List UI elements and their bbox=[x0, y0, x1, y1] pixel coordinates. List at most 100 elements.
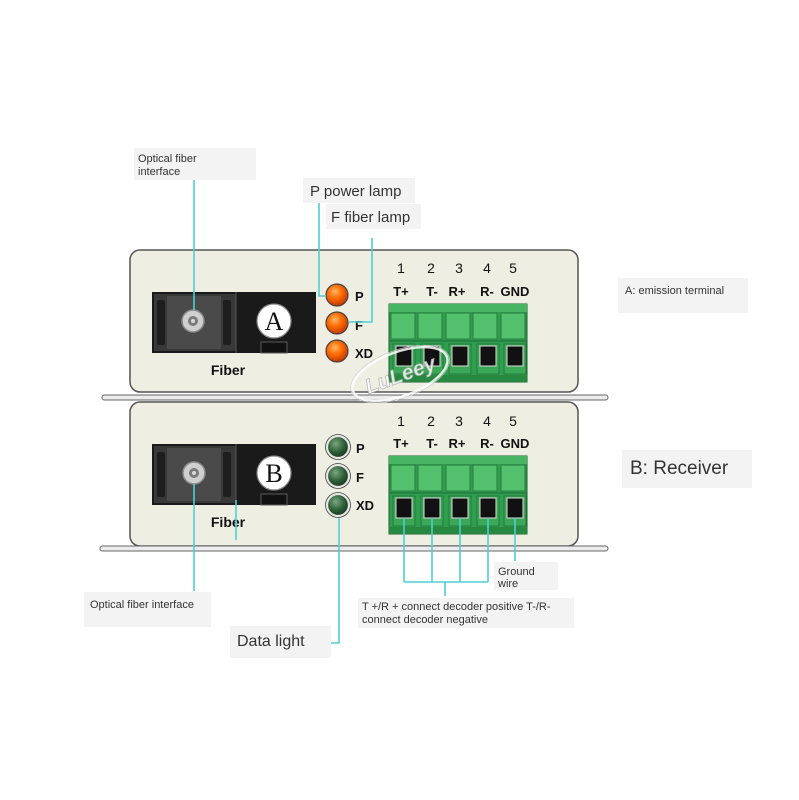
terminal-screw-cap bbox=[472, 312, 498, 340]
callout-box bbox=[84, 592, 211, 627]
terminal-base bbox=[389, 375, 527, 382]
led-ring bbox=[325, 434, 351, 460]
terminal-number: 5 bbox=[509, 413, 517, 429]
led-p-label: P bbox=[356, 441, 365, 456]
terminal-wire-slot bbox=[506, 345, 524, 367]
callout-box bbox=[326, 204, 421, 229]
watermark-ring-shadow bbox=[350, 344, 450, 404]
callout-box bbox=[303, 178, 415, 203]
terminal-label: T- bbox=[426, 436, 438, 451]
callout-ground-wire-line2: wire bbox=[497, 578, 518, 590]
terminal-label: T+ bbox=[393, 436, 409, 451]
fiber-label: Fiber bbox=[211, 362, 246, 378]
callout-box bbox=[134, 148, 256, 180]
terminal-numbers: 1 2 3 4 5 bbox=[397, 260, 517, 276]
connector-slot-left bbox=[157, 452, 165, 497]
terminal-base bbox=[389, 527, 527, 534]
terminal-wire-slot bbox=[451, 345, 469, 367]
badge-letter: A bbox=[265, 307, 284, 336]
terminal-screw-cap bbox=[417, 312, 443, 340]
callout-line bbox=[318, 203, 326, 297]
connector-latch bbox=[260, 341, 288, 354]
led-xd-icon bbox=[325, 339, 349, 363]
terminal-screw-cap bbox=[390, 464, 416, 492]
terminal-label: R- bbox=[480, 436, 494, 451]
callout-box bbox=[358, 598, 574, 628]
led-group: P F XD bbox=[325, 434, 374, 518]
terminal-label: R+ bbox=[449, 284, 466, 299]
terminal-number: 4 bbox=[483, 260, 491, 276]
terminal-screw-cap bbox=[417, 464, 443, 492]
callout-optical-fiber-top-line2: interface bbox=[138, 166, 180, 178]
connector-latch bbox=[260, 493, 288, 506]
terminal-labels: T+ T- R+ R- GND bbox=[393, 284, 529, 299]
led-xd-icon bbox=[325, 492, 351, 518]
callout-emission-terminal: A: emission terminal bbox=[625, 285, 724, 297]
callout-p-power-lamp: P power lamp bbox=[310, 183, 401, 200]
terminal-top-rail bbox=[389, 304, 527, 312]
terminal-labels: T+ T- R+ R- GND bbox=[393, 436, 529, 451]
terminal-screw-cap bbox=[390, 312, 416, 340]
device-b: B Fiber P F XD 1 2 3 4 5 T+ T- R+ R- bbox=[99, 401, 609, 552]
callout-optical-fiber-bottom: Optical fiber interface bbox=[90, 599, 194, 611]
terminal-screw-cap bbox=[445, 312, 471, 340]
led-p-icon bbox=[325, 283, 349, 307]
terminal-number: 4 bbox=[483, 413, 491, 429]
terminal-screw-cap bbox=[472, 464, 498, 492]
callout-optical-fiber-top-line1: Optical fiber bbox=[138, 153, 197, 165]
connector-slot-right bbox=[223, 452, 231, 497]
callout-decoder-note-line1: T +/R + connect decoder positive T-/R- bbox=[362, 601, 551, 613]
terminal-wire-slot bbox=[479, 345, 497, 367]
terminal-number: 1 bbox=[397, 260, 405, 276]
terminal-label: GND bbox=[501, 436, 530, 451]
connector-slot-right bbox=[223, 300, 231, 345]
terminal-number: 2 bbox=[427, 413, 435, 429]
callout-f-fiber-lamp: F fiber lamp bbox=[331, 209, 410, 226]
led-f-label: F bbox=[355, 318, 363, 333]
terminal-label: R+ bbox=[449, 436, 466, 451]
callout-data-light: Data light bbox=[237, 633, 305, 650]
terminal-label: T- bbox=[426, 284, 438, 299]
callout-line bbox=[349, 238, 373, 323]
terminal-number: 3 bbox=[455, 413, 463, 429]
terminal-label: GND bbox=[501, 284, 530, 299]
terminal-wire-slot bbox=[451, 497, 469, 519]
led-p-label: P bbox=[355, 289, 364, 304]
callout-decoder-note-line2: connect decoder negative bbox=[362, 614, 488, 626]
badge-letter: B bbox=[265, 459, 282, 488]
terminal-numbers: 1 2 3 4 5 bbox=[397, 413, 517, 429]
terminal-screw-cap bbox=[500, 464, 526, 492]
terminal-label: T+ bbox=[393, 284, 409, 299]
terminal-callout-lines bbox=[403, 518, 516, 596]
base-plate bbox=[99, 545, 609, 552]
led-ring bbox=[325, 463, 351, 489]
terminal-screw-cap bbox=[445, 464, 471, 492]
terminal-wire-slot bbox=[423, 497, 441, 519]
led-group: P F XD bbox=[325, 283, 373, 363]
terminal-top-rail bbox=[389, 456, 527, 464]
callout-receiver: B: Receiver bbox=[630, 458, 729, 479]
terminal-wire-slot bbox=[395, 497, 413, 519]
led-xd-label: XD bbox=[355, 346, 373, 361]
fiber-connector: B bbox=[152, 444, 316, 506]
device-a: A Fiber P F XD 1 2 3 4 5 T+ T- R+ R- GND bbox=[101, 249, 609, 401]
led-f-label: F bbox=[356, 470, 364, 485]
callout-box bbox=[618, 278, 748, 313]
led-f-icon bbox=[325, 311, 349, 335]
fiber-label: Fiber bbox=[211, 514, 246, 530]
fiber-port-center bbox=[192, 471, 196, 475]
connector-slot-left bbox=[157, 300, 165, 345]
led-xd-label: XD bbox=[356, 498, 374, 513]
callout-box bbox=[622, 450, 752, 488]
terminal-number: 5 bbox=[509, 260, 517, 276]
terminal-screw-cap bbox=[500, 312, 526, 340]
callout-ground-wire-line1: Ground bbox=[498, 566, 535, 578]
led-ring bbox=[325, 492, 351, 518]
callout-line bbox=[331, 518, 340, 644]
terminal-label: R- bbox=[480, 284, 494, 299]
led-f-icon bbox=[325, 463, 351, 489]
callout-box bbox=[494, 562, 558, 590]
badge-circle bbox=[256, 303, 292, 339]
fiber-port-center bbox=[191, 319, 195, 323]
